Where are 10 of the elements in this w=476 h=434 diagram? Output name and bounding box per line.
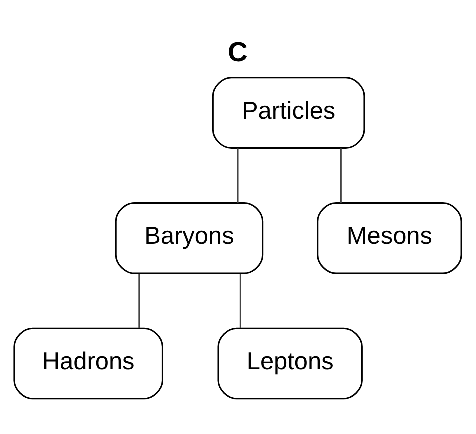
connector	[340, 148, 342, 204]
connector	[237, 148, 239, 204]
node-box: Mesons	[317, 202, 462, 274]
node-box: Hadrons	[14, 328, 164, 400]
diagram-title: C	[228, 36, 248, 68]
node-box: Particles	[212, 77, 366, 149]
node-box: Leptons	[218, 328, 363, 400]
connector	[240, 274, 242, 328]
connector	[138, 274, 140, 328]
node-box: Baryons	[115, 202, 264, 274]
